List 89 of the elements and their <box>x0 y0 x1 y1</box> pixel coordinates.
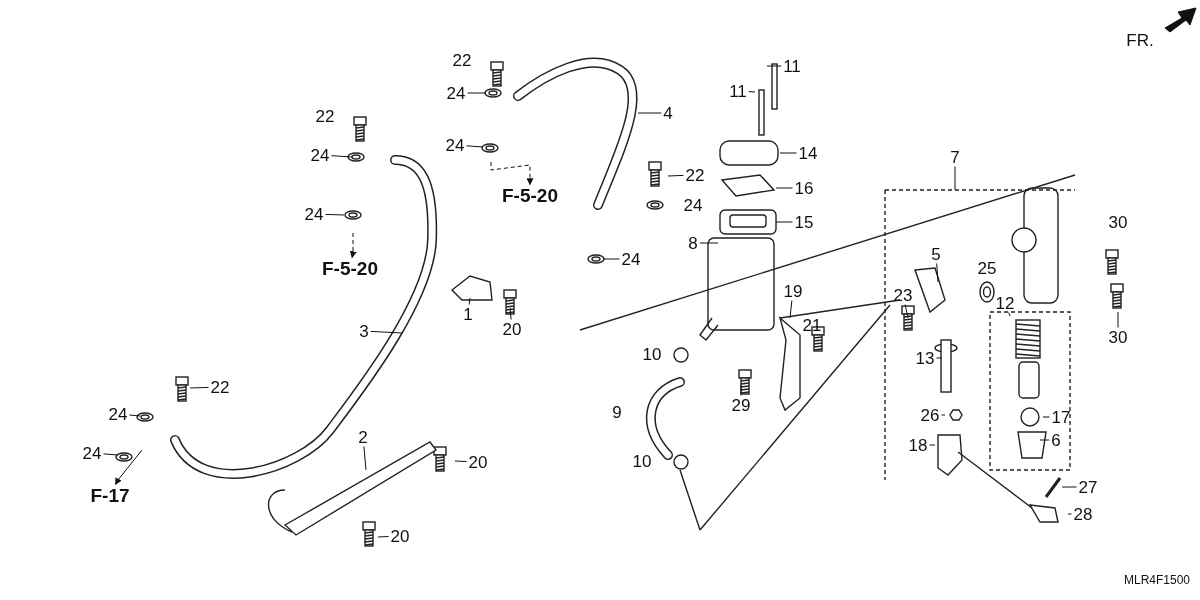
callout-number: 2 <box>358 428 368 446</box>
leader-line <box>954 166 956 191</box>
callout-number: 21 <box>802 316 822 334</box>
callout-number: 24 <box>310 146 330 164</box>
callout-number: 4 <box>663 104 673 122</box>
callout-number: 24 <box>82 444 102 462</box>
leader-line <box>467 92 487 94</box>
leader-line <box>779 152 797 154</box>
callout-number: 27 <box>1078 478 1098 496</box>
callout-number: 18 <box>908 436 928 454</box>
drawing-code: MLR4F1500 <box>1124 574 1190 586</box>
callout-number: 29 <box>731 396 751 414</box>
callout-number: 30 <box>1108 213 1128 231</box>
leader-line <box>667 174 684 177</box>
callout-number: 24 <box>304 205 324 223</box>
callout-number: 8 <box>688 234 698 252</box>
leader-line <box>377 536 389 538</box>
reference-label: F-17 <box>90 485 130 505</box>
callout-number: 26 <box>920 406 940 424</box>
callout-number: 6 <box>1051 431 1061 449</box>
callout-number: 9 <box>612 403 622 421</box>
reference-label: F-5-20 <box>502 185 558 205</box>
callout-number: 11 <box>729 82 747 100</box>
leader-line <box>363 446 367 471</box>
callout-number: 10 <box>642 345 662 363</box>
callout-number: 22 <box>685 166 705 184</box>
callout-number: 5 <box>931 245 941 263</box>
leader-line <box>1061 486 1077 488</box>
leader-line <box>775 187 793 189</box>
callout-number: 25 <box>977 259 997 277</box>
leader-line <box>789 300 793 319</box>
leader-line <box>1067 513 1072 515</box>
callout-number: 22 <box>315 107 335 125</box>
leader-line <box>1042 416 1050 418</box>
leader-line <box>929 444 936 446</box>
leader-line <box>1039 439 1050 441</box>
leader-line <box>766 65 782 67</box>
leader-line <box>936 357 943 359</box>
callout-number: 19 <box>783 282 803 300</box>
leader-line <box>325 213 345 216</box>
leader-line <box>1008 312 1011 317</box>
callout-number: 24 <box>445 136 465 154</box>
callout-number: 17 <box>1051 408 1071 426</box>
callout-number: 10 <box>632 452 652 470</box>
leader-line <box>129 414 141 417</box>
leader-line <box>699 242 719 244</box>
leader-line <box>637 112 662 114</box>
leader-line <box>468 297 471 305</box>
callout-number: 24 <box>621 250 641 268</box>
reference-arrow <box>115 449 143 486</box>
callout-number: 16 <box>794 179 814 197</box>
callout-number: 22 <box>210 378 230 396</box>
reference-arrow <box>490 161 534 186</box>
leader-line <box>331 155 353 158</box>
callout-number: 7 <box>950 148 960 166</box>
reference-arrow <box>349 232 357 259</box>
leader-line <box>904 304 909 319</box>
leader-line <box>740 384 742 396</box>
callout-number: 20 <box>468 453 488 471</box>
leader-line <box>189 386 209 389</box>
callout-number: 24 <box>446 84 466 102</box>
callout-number: 22 <box>452 51 472 69</box>
leader-line <box>466 145 484 148</box>
callout-number: 12 <box>995 294 1015 312</box>
callout-number: 13 <box>915 349 935 367</box>
callout-number: 14 <box>798 144 818 162</box>
callout-number: 15 <box>794 213 814 231</box>
callout-number: 24 <box>683 196 703 214</box>
leader-line <box>941 414 946 416</box>
callout-number: 20 <box>502 320 522 338</box>
leader-line <box>775 221 793 223</box>
callout-number: 23 <box>893 286 913 304</box>
callout-number: 24 <box>108 405 128 423</box>
leader-line <box>509 307 512 320</box>
leader-line <box>936 263 939 283</box>
callout-number: 3 <box>359 322 369 340</box>
leader-line <box>454 460 467 462</box>
callout-number: 20 <box>390 527 410 545</box>
callout-number: 28 <box>1073 505 1093 523</box>
leader-line <box>370 330 403 334</box>
reference-label: F-5-20 <box>322 258 378 278</box>
leader-line <box>1117 311 1119 328</box>
callout-number: 11 <box>783 57 801 75</box>
callout-number: 1 <box>463 305 473 323</box>
leader-line <box>748 91 756 93</box>
direction-label: FR. <box>1126 31 1154 49</box>
leader-line <box>103 453 119 456</box>
leader-line <box>602 258 620 260</box>
callout-number: 30 <box>1108 328 1128 346</box>
